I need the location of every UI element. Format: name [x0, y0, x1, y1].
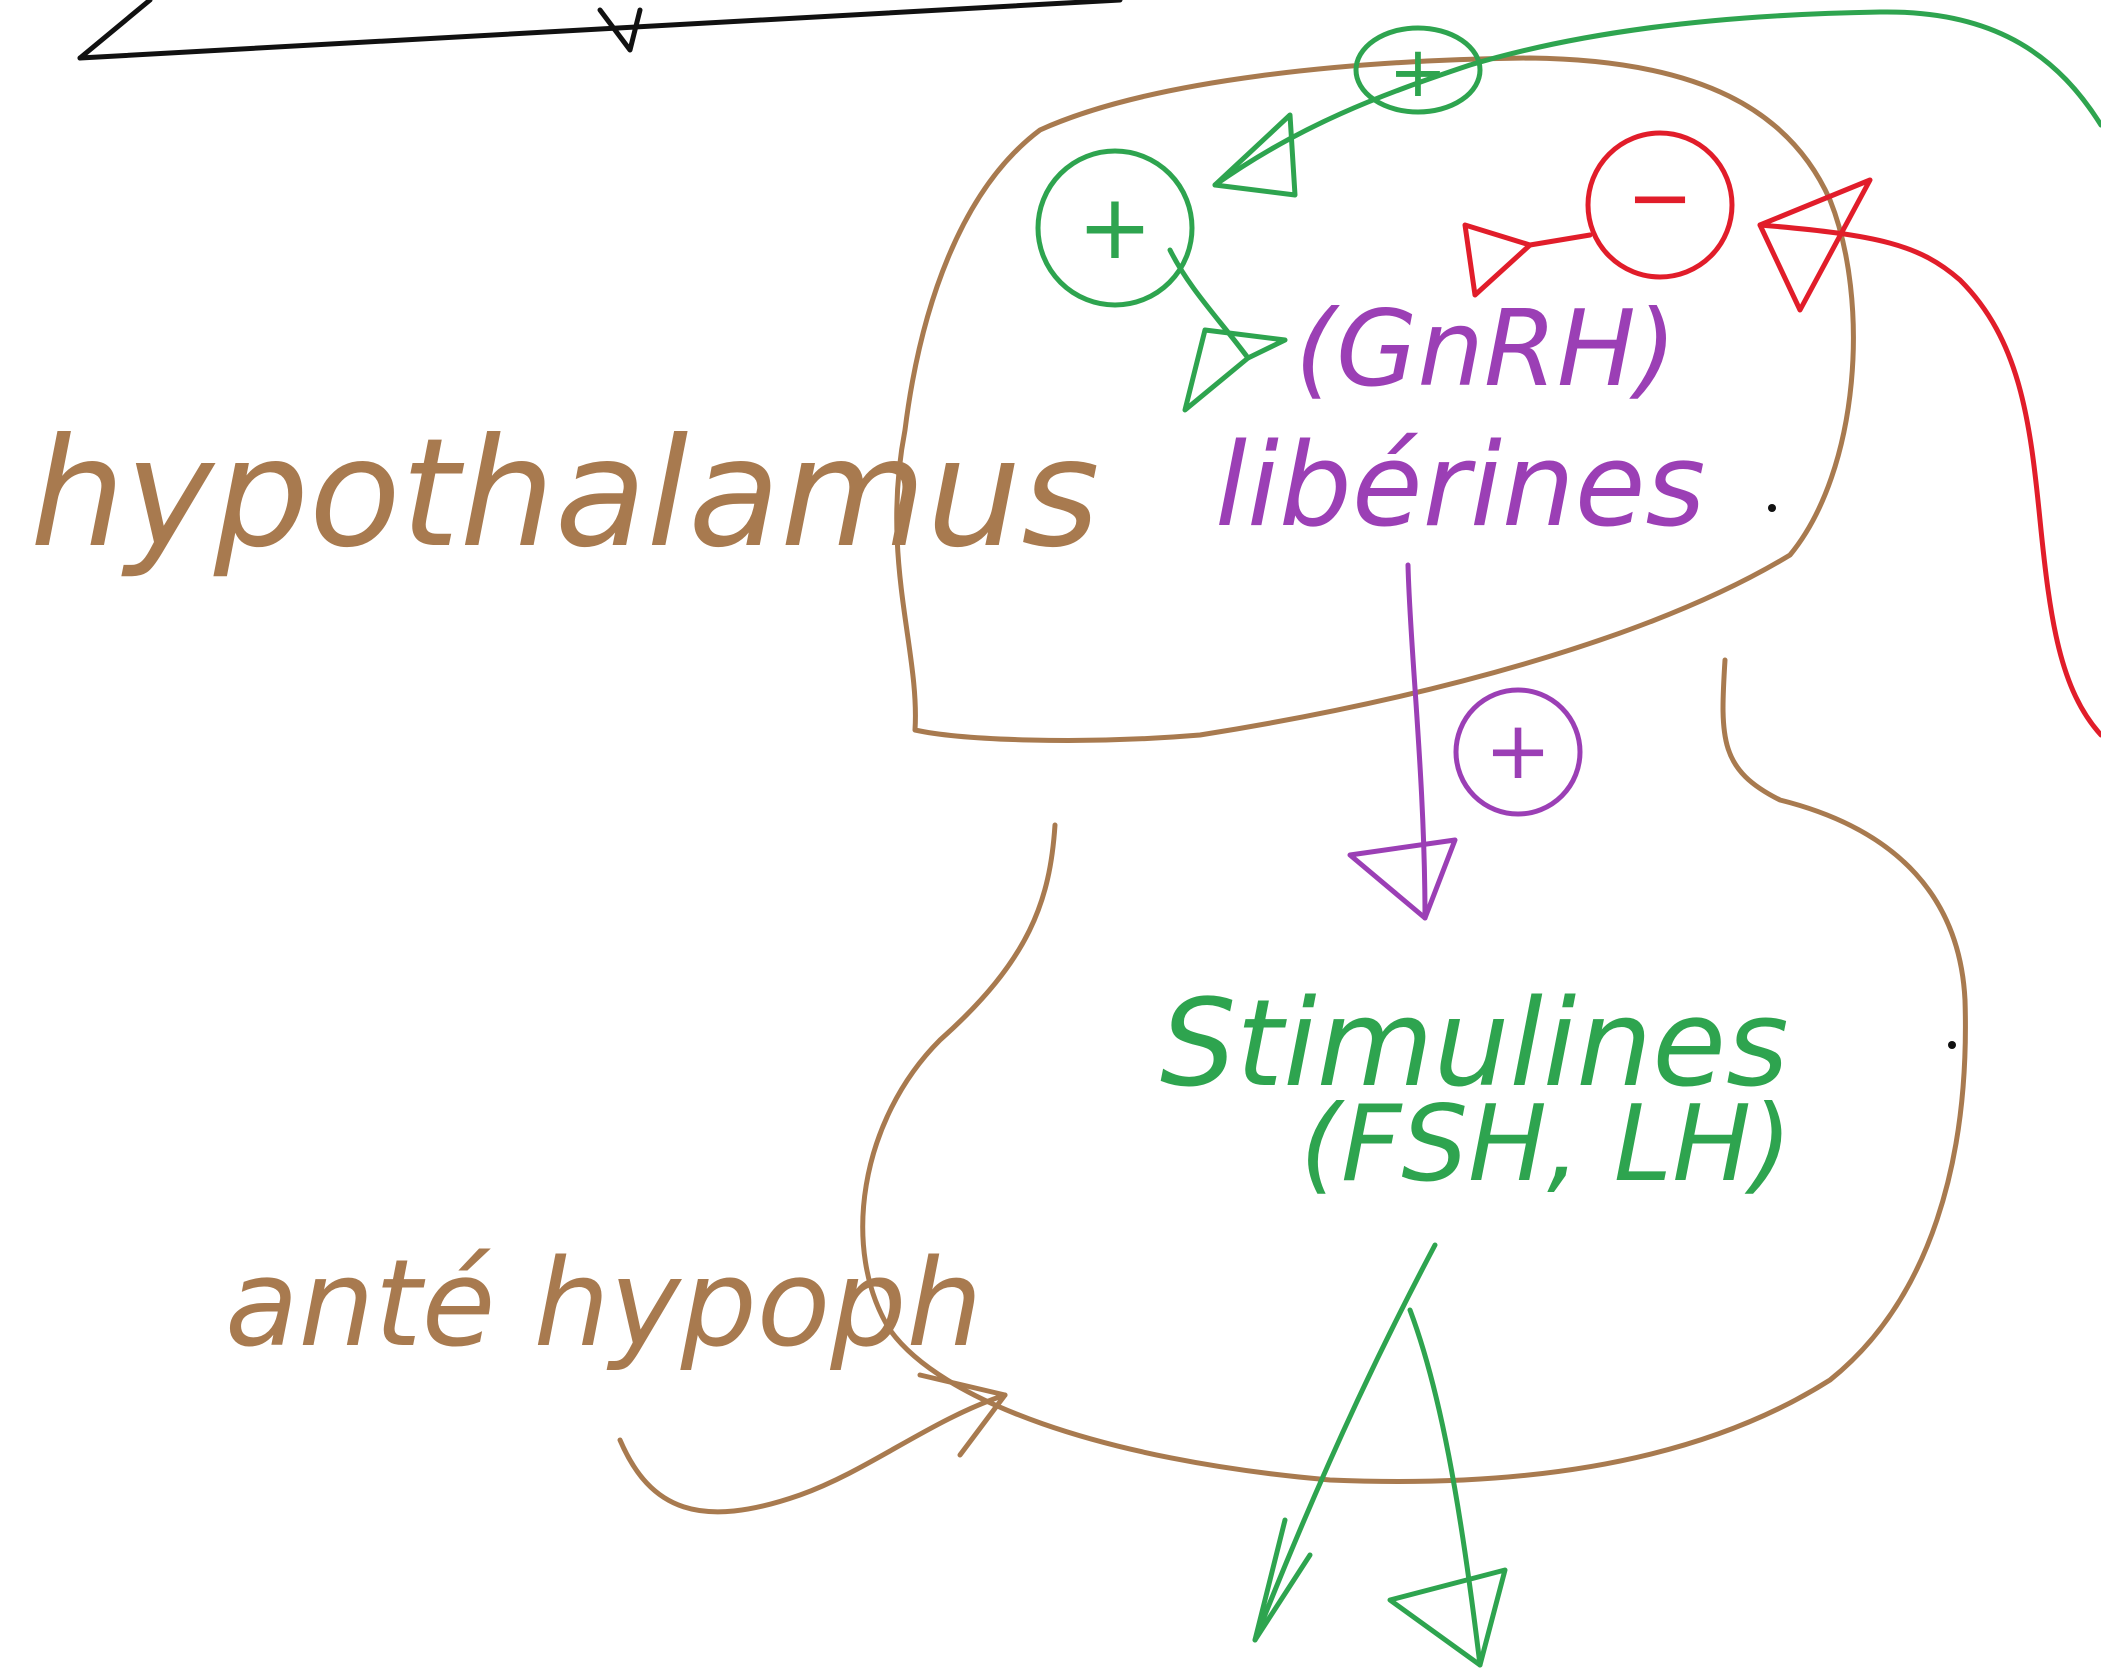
green-plus-sign-left: + — [1035, 148, 1195, 308]
fsh-lh-label: (FSH, LH) — [1300, 1083, 1792, 1205]
liberines-to-stimulines-arrow — [1347, 562, 1458, 921]
stimulines-output-arrows — [1252, 1242, 1508, 1668]
green-plus-sign-top: + — [1353, 25, 1483, 115]
antehypophysis-outline — [860, 657, 1968, 1484]
green-plus-top-text: + — [1389, 31, 1448, 113]
green-plus-left-text: + — [1077, 175, 1152, 280]
stimulines-label: Stimulines — [1160, 975, 1789, 1114]
antehypophysis-pointer-arrow — [617, 1372, 1008, 1515]
antehypophysis-label: anté hypoph — [225, 1235, 983, 1374]
gnrh-label: (GnRH) — [1295, 288, 1677, 410]
top-black-stroke — [77, 0, 1123, 61]
red-minus-text: − — [1626, 151, 1693, 244]
red-negative-feedback-loop — [1462, 177, 2101, 738]
red-minus-sign: − — [1585, 130, 1735, 280]
hypothalamus-outline — [894, 55, 1856, 743]
stray-dot — [1768, 504, 1776, 512]
hypothalamus-label: hypothalamus — [30, 407, 1100, 581]
green-positive-feedback-loop — [1167, 9, 2101, 413]
purple-plus-text: + — [1484, 704, 1551, 797]
stray-dot — [1948, 1041, 1956, 1049]
liberines-label: libérines — [1215, 419, 1705, 553]
purple-plus-sign: + — [1453, 687, 1583, 817]
